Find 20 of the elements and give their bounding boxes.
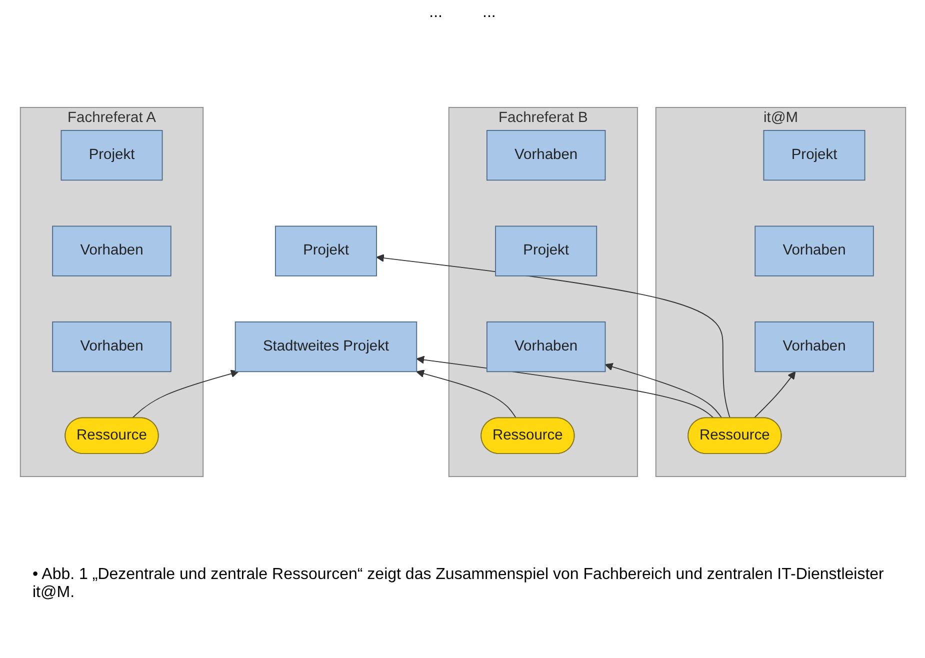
- arrow: [131, 370, 238, 419]
- node-box: Projekt: [274, 226, 376, 276]
- arrow: [416, 356, 714, 419]
- node-box: Projekt: [60, 130, 162, 181]
- node-box: Projekt: [494, 226, 597, 276]
- node-box: Vorhaben: [52, 321, 171, 372]
- node-box: Stadtweites Projekt: [234, 321, 417, 372]
- arrow: [753, 371, 796, 419]
- node-box: Vorhaben: [754, 321, 874, 372]
- arrow: [416, 370, 516, 419]
- node-box: Vorhaben: [486, 130, 606, 181]
- ellipsis-label: ...: [429, 4, 442, 22]
- caption: • Abb. 1 „Dezentrale und zentrale Ressourcen“ zeigt das Zusammenspiel von Fachbereich und zentralen IT-Dienstleister it@M.: [32, 566, 885, 602]
- arrow: [376, 254, 730, 419]
- node-box: Vorhaben: [52, 226, 171, 276]
- node-box: Vorhaben: [486, 321, 606, 372]
- node-box: Projekt: [762, 130, 865, 181]
- arrow: [604, 362, 722, 419]
- ellipsis-label: ...: [482, 4, 496, 22]
- node-box: Vorhaben: [754, 226, 874, 276]
